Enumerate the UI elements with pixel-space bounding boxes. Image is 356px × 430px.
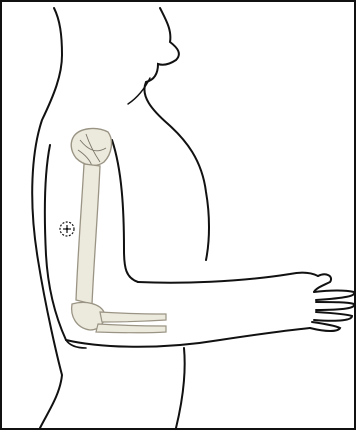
front-chest-outline bbox=[144, 8, 209, 260]
back-outline bbox=[32, 8, 62, 428]
humerus-bone bbox=[76, 164, 100, 304]
radius-bone bbox=[100, 312, 166, 322]
crosshair-target-icon bbox=[60, 222, 74, 236]
belly-outline bbox=[176, 348, 185, 428]
forearm-top-outline bbox=[138, 273, 318, 283]
arm-bones bbox=[71, 129, 166, 333]
ulna-bone bbox=[96, 324, 166, 333]
upper-arm-front-outline bbox=[112, 140, 138, 282]
fingers bbox=[310, 291, 354, 332]
thumb-outline bbox=[314, 274, 331, 292]
